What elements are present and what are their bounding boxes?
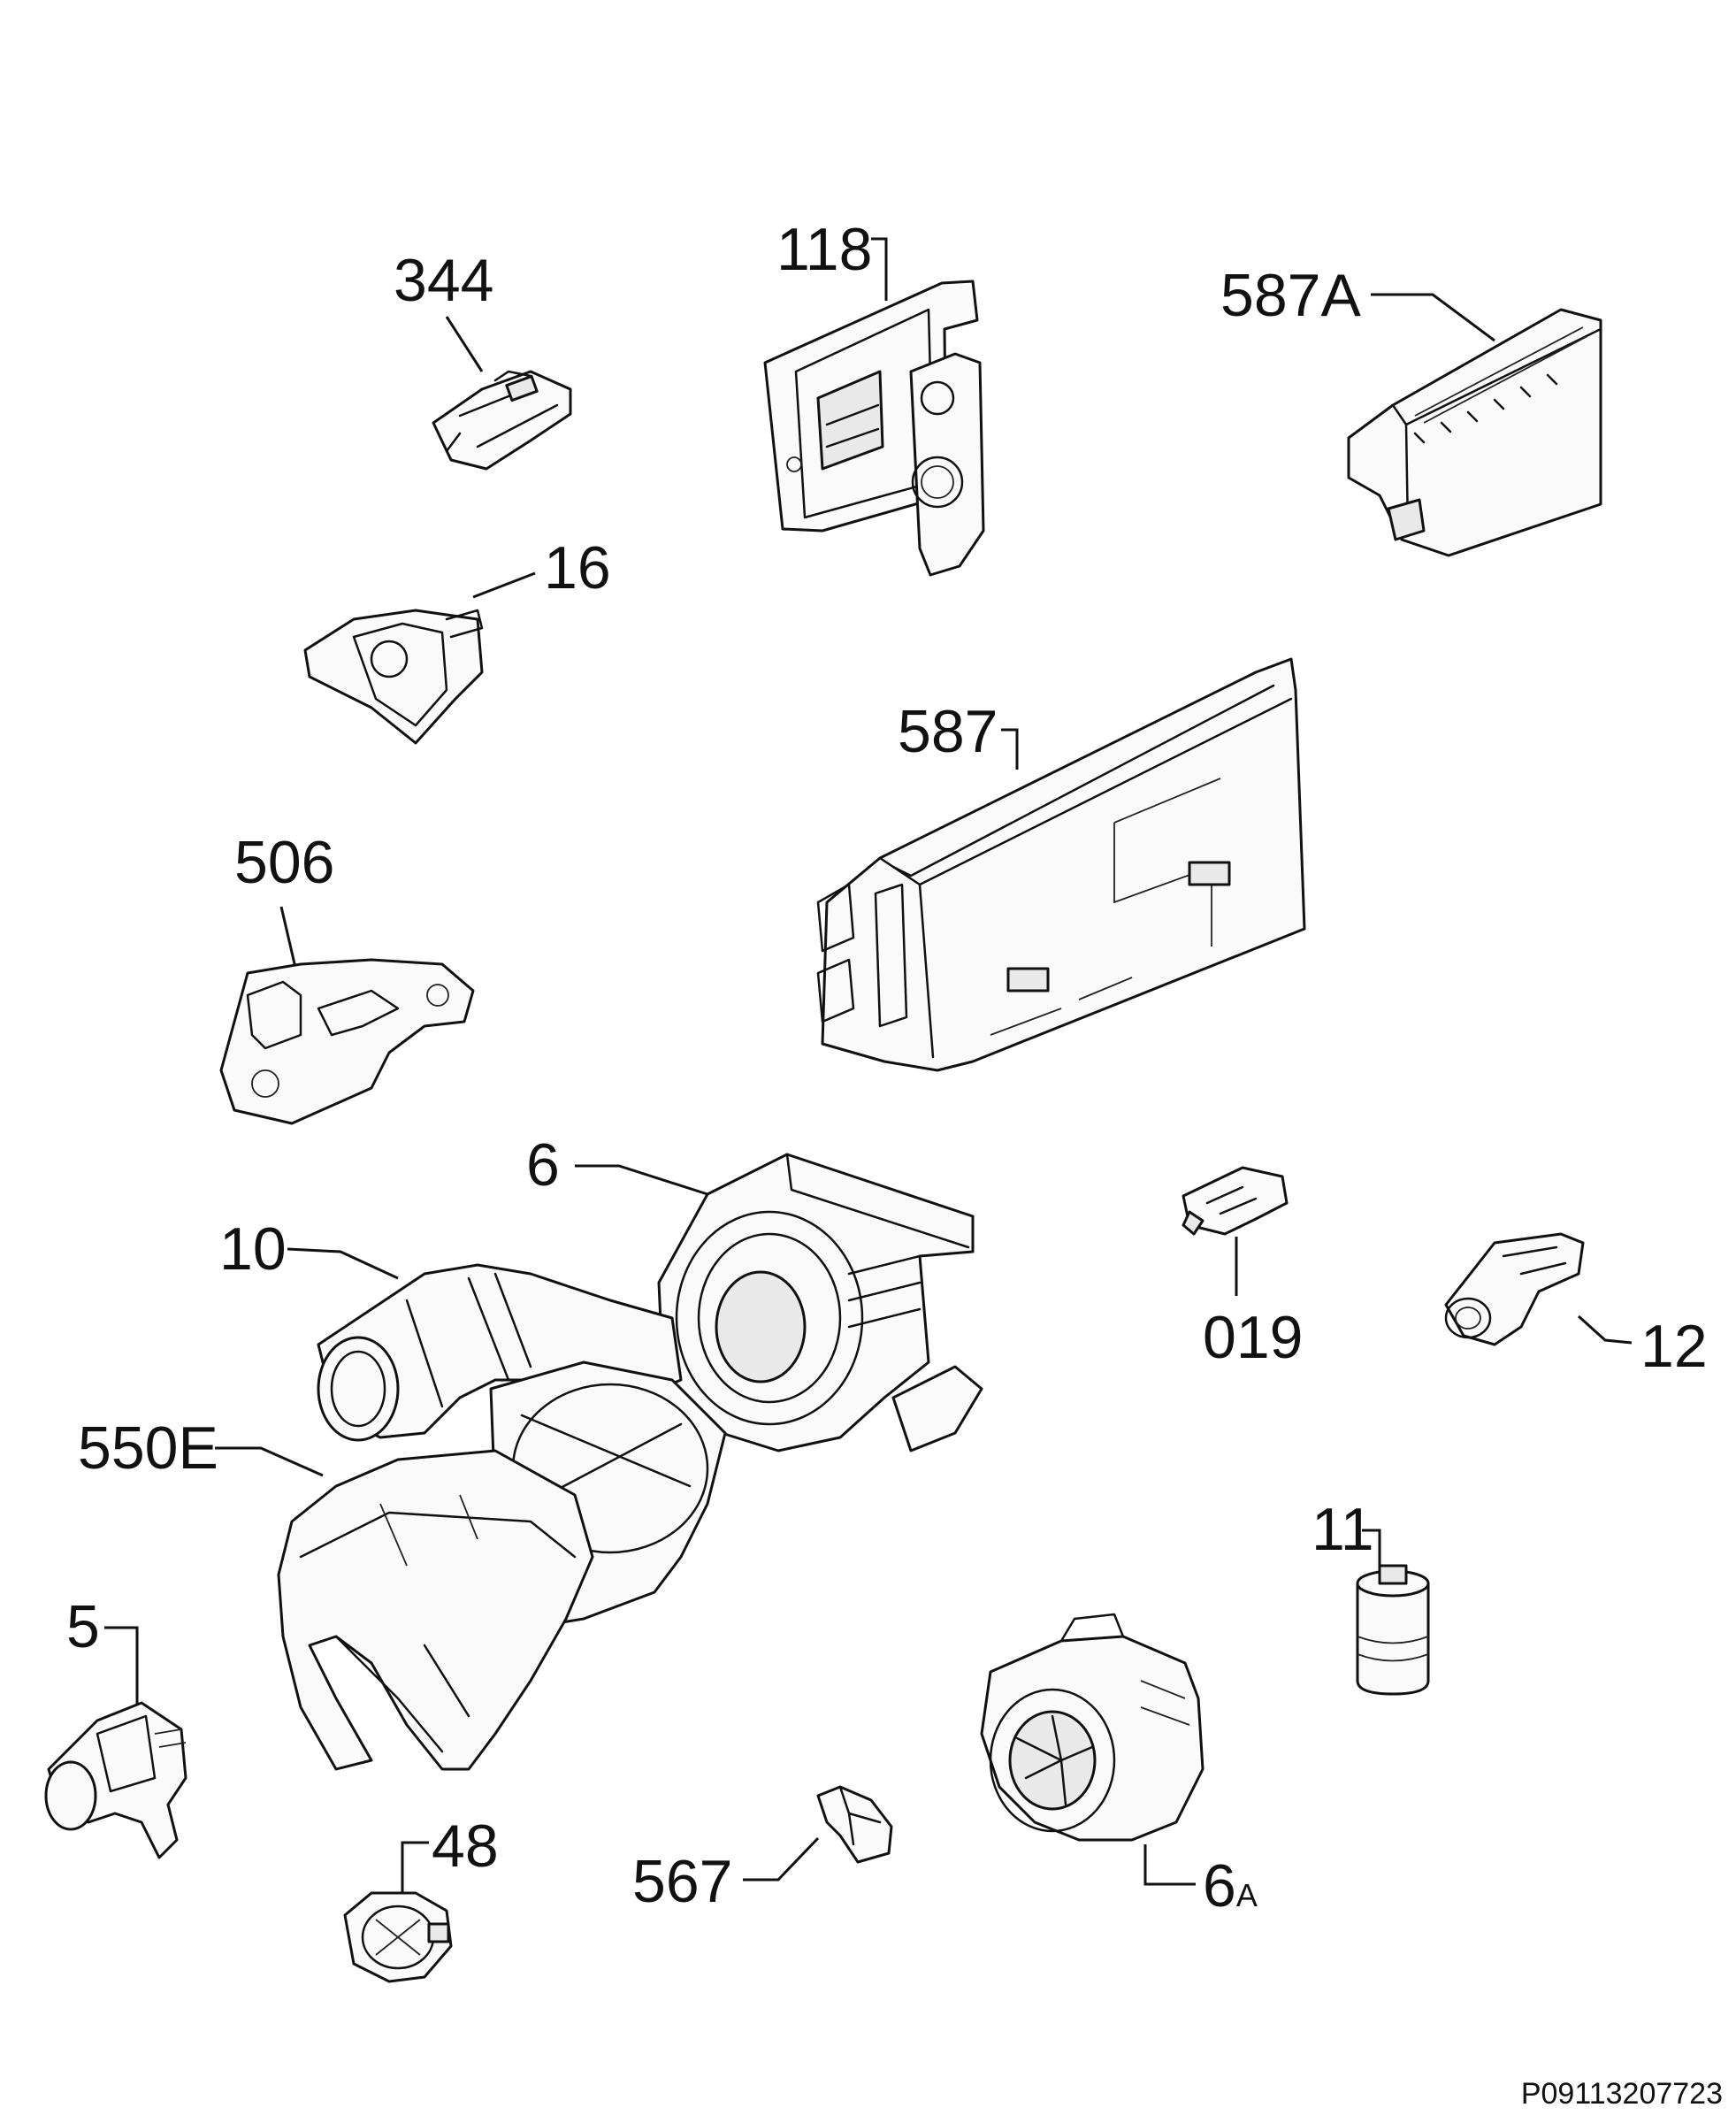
part-6-drawing [657, 1153, 983, 1452]
leader-48 [401, 1841, 429, 1902]
label-48: 48 [432, 1813, 499, 1880]
part-567-drawing [816, 1785, 893, 1864]
leader-550E [215, 1446, 324, 1477]
label-019: 019 [1203, 1304, 1303, 1371]
leader-344 [445, 316, 484, 372]
part-019-drawing [1182, 1166, 1289, 1236]
leader-12 [1577, 1314, 1633, 1345]
part-48-drawing [343, 1891, 453, 1983]
leader-6 [575, 1164, 708, 1196]
part-10-drawing [317, 1263, 683, 1442]
part-16-drawing [303, 609, 484, 745]
part-506-drawing [219, 958, 475, 1125]
part-587[interactable]: 587 [816, 657, 1306, 1072]
part-118-drawing [763, 280, 985, 577]
part-11[interactable]: 11 [1312, 1496, 1430, 1696]
leader-118 [871, 237, 888, 301]
part-587A[interactable]: 587A [1220, 262, 1602, 557]
leader-5 [104, 1626, 139, 1707]
label-344: 344 [394, 247, 493, 314]
part-6A[interactable]: 6A [980, 1613, 1258, 1920]
part-506[interactable]: 506 [219, 829, 475, 1125]
part-344[interactable]: 344 [394, 247, 572, 471]
leader-10 [287, 1247, 399, 1280]
part-567[interactable]: 567 [632, 1785, 893, 1915]
label-118: 118 [776, 216, 872, 283]
part-12-drawing [1444, 1232, 1585, 1346]
leader-506 [279, 906, 298, 972]
label-6: 6 [526, 1131, 560, 1199]
label-6A: 6A [1203, 1852, 1258, 1920]
label-506: 506 [234, 829, 334, 896]
leader-587A [1371, 293, 1495, 342]
part-12[interactable]: 12 [1444, 1232, 1708, 1380]
part-48[interactable]: 48 [343, 1813, 499, 1983]
part-587A-drawing [1347, 308, 1602, 557]
leader-16 [472, 571, 536, 599]
part-5-drawing [44, 1701, 187, 1859]
leader-587 [1001, 728, 1019, 770]
label-5: 5 [66, 1593, 100, 1660]
part-019[interactable]: 019 [1182, 1166, 1303, 1371]
part-118[interactable]: 118 [763, 216, 985, 577]
drawing-reference-code: P09113207723 [1521, 2077, 1723, 2111]
part-550E[interactable]: 550E [78, 1360, 727, 1771]
label-16: 16 [544, 534, 611, 602]
label-10: 10 [219, 1215, 287, 1283]
part-11-drawing [1356, 1564, 1430, 1696]
part-587-drawing [816, 657, 1306, 1072]
part-16[interactable]: 16 [303, 534, 611, 745]
label-12: 12 [1640, 1313, 1708, 1380]
part-6A-drawing [980, 1613, 1204, 1842]
leader-567 [743, 1836, 820, 1882]
label-550E: 550E [78, 1414, 218, 1482]
part-5[interactable]: 5 [44, 1593, 187, 1859]
leader-11 [1362, 1529, 1381, 1570]
part-6[interactable]: 6 [526, 1131, 983, 1452]
part-344-drawing [432, 370, 572, 471]
part-550E-drawing [277, 1360, 727, 1771]
label-587: 587 [898, 698, 998, 765]
leader-6A [1143, 1844, 1196, 1886]
part-10[interactable]: 10 [219, 1215, 683, 1442]
label-587A: 587A [1220, 262, 1361, 329]
label-567: 567 [632, 1848, 732, 1915]
